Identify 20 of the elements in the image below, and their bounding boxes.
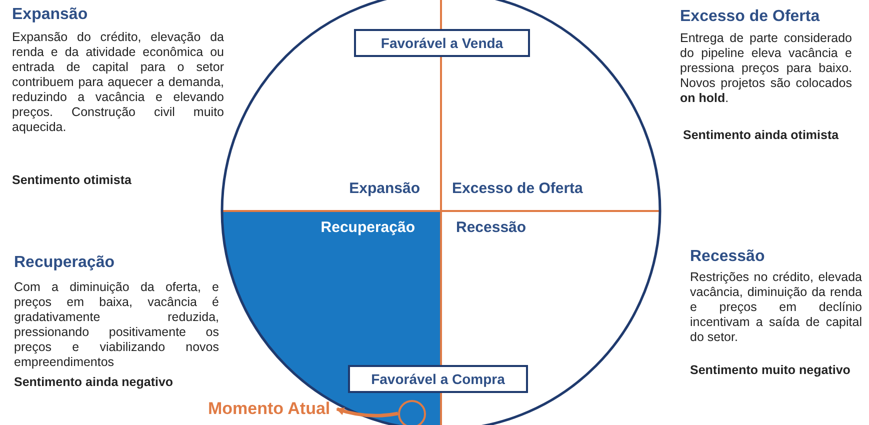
current-moment-label: Momento Atual	[208, 397, 336, 421]
sentiment-text: Sentimento ainda otimista	[683, 128, 839, 142]
quadrant-label: Expansão	[348, 180, 420, 197]
section-heading: Recessão	[690, 248, 765, 266]
quadrant-label: Recessão	[456, 219, 526, 236]
sentiment-text: Sentimento otimista	[12, 173, 132, 187]
description-text: Com a diminuição da oferta, e preços em baixa, vacância é gradativamente reduzida, pressionando positivamente os preços e viabilizando novos empreendimentos	[14, 280, 219, 370]
sentiment-text: Sentimento ainda negativo	[14, 375, 174, 389]
section-heading: Expansão	[12, 6, 88, 24]
quadrant-label: Recuperação	[320, 219, 415, 236]
sentiment-text: Sentimento muito negativo	[690, 363, 850, 377]
arrow	[336, 407, 398, 418]
section-heading: Recuperação	[14, 254, 114, 272]
section-heading: Excesso de Oferta	[680, 8, 820, 26]
phase-box: Favorável a Venda	[354, 29, 530, 57]
description-text: Restrições no crédito, elevada vacância, diminuição da renda e preços em declínio incentivam a saída de capital do setor.	[690, 270, 862, 345]
description-text: Expansão do crédito, elevação da renda e da atividade econômica ou entrada de capital para o setor contribuem para aquecer a demanda, reduzindo a vacância e elevando preços. Construção civil muito aquecida.	[12, 30, 224, 135]
description-text: Entrega de parte considerado do pipeline eleva vacância e pressiona preços para baixo. Novos projetos são colocados on hold.	[680, 31, 852, 106]
phase-box: Favorável a Compra	[348, 365, 528, 393]
quadrant-label: Excesso de Oferta	[452, 180, 583, 197]
